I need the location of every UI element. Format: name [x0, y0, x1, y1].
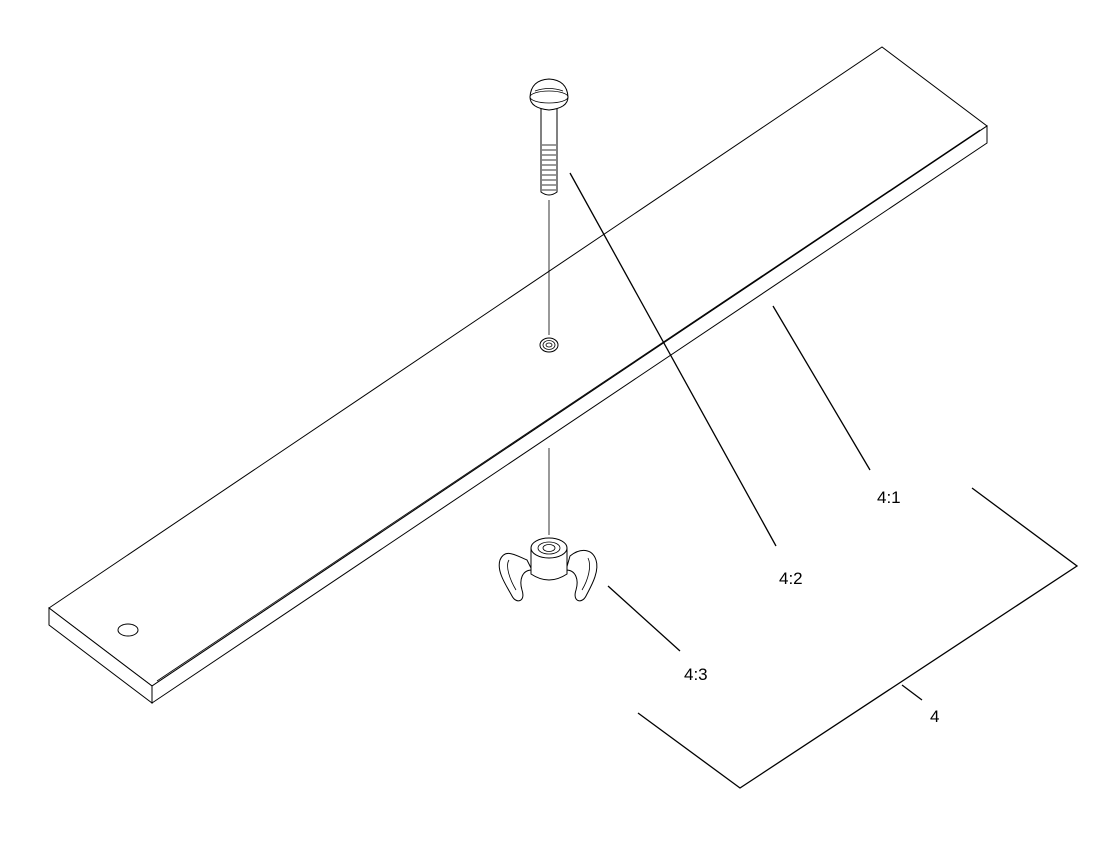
bar-end-face: [48, 606, 153, 705]
leader-assembly: [901, 684, 923, 701]
flat-bar: [48, 46, 988, 705]
bar-bevel-line: [156, 129, 981, 682]
carriage-bolt: [529, 78, 569, 196]
callout-assembly: 4: [930, 707, 939, 726]
leader-wing-nut: [607, 585, 681, 652]
wing-nut: [498, 537, 598, 602]
bar-front-face: [151, 125, 988, 704]
bar-center-hole: [539, 337, 559, 353]
callout-wing-nut: 4:3: [684, 665, 708, 684]
leader-bolt: [569, 172, 777, 547]
callout-bolt: 4:2: [779, 569, 803, 588]
bolt-threads: [542, 144, 556, 191]
assembly-bracket: [637, 487, 1079, 789]
leader-bar: [772, 305, 871, 471]
bar-hole: [117, 623, 139, 637]
callout-bar: 4:1: [877, 488, 901, 507]
